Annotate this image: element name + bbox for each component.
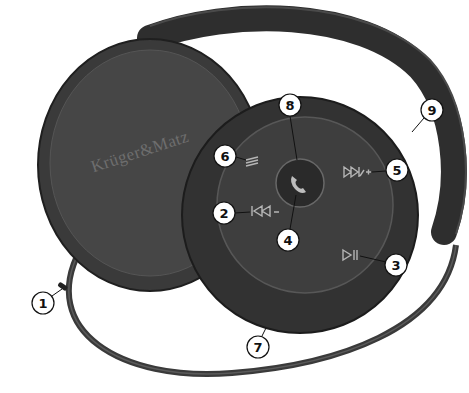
right-earcup [182, 97, 418, 333]
next-volume-up-symbol [344, 167, 371, 177]
phone-icon [291, 176, 306, 193]
callout-number: 6 [220, 149, 229, 164]
callout-number: 2 [219, 206, 228, 221]
callout-circles [32, 94, 443, 358]
callout-number: 1 [38, 296, 47, 311]
callout-number: 4 [283, 233, 292, 248]
play-pause-symbol [343, 250, 357, 260]
charging-port [57, 281, 68, 291]
button-symbols [246, 157, 371, 260]
callout-number: 8 [285, 98, 294, 113]
previous-volume-down-symbol [252, 206, 279, 216]
callout-number: 5 [392, 163, 401, 178]
callout-number: 3 [391, 258, 400, 273]
call-button [276, 159, 324, 207]
control-panel [217, 117, 393, 293]
leader-lines [52, 116, 424, 336]
callout-number: 7 [253, 340, 262, 355]
mode-symbol [246, 157, 258, 166]
callout-number: 9 [427, 103, 436, 118]
